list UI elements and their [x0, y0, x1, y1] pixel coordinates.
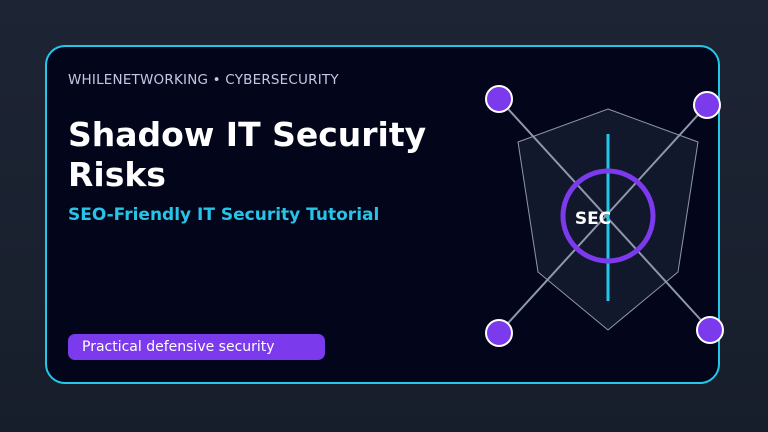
eyebrow-text: WHILENETWORKING • CYBERSECURITY: [68, 72, 339, 88]
network-line-a: [498, 98, 711, 331]
network-node-top-left: [485, 85, 513, 113]
shield-network-icon: SEC: [485, 85, 724, 347]
sec-ring: [560, 168, 656, 264]
network-line-b: [498, 104, 708, 334]
network-node-top-right: [693, 91, 721, 119]
tag-pill: Practical defensive security: [68, 334, 325, 360]
network-node-bottom-right: [696, 316, 724, 344]
network-node-bottom-left: [485, 319, 513, 347]
page-title: Shadow IT Security Risks: [68, 115, 427, 194]
sec-label: SEC: [575, 209, 611, 229]
page-subtitle: SEO-Friendly IT Security Tutorial: [68, 205, 380, 225]
